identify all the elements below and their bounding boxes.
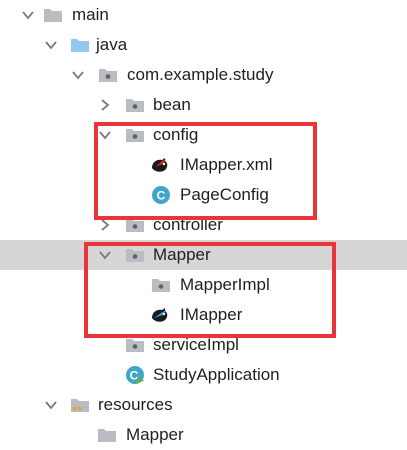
tree-node-study-application[interactable]: C StudyApplication xyxy=(0,360,407,390)
tree-label: MapperImpl xyxy=(180,275,270,294)
svg-text:C: C xyxy=(157,189,166,203)
tree-label: java xyxy=(96,35,128,54)
tree-node-imapper-xml[interactable]: IMapper.xml xyxy=(0,150,407,180)
chevron-down-icon[interactable] xyxy=(70,67,86,83)
tree-node-service-impl[interactable]: serviceImpl xyxy=(0,330,407,360)
tree-node-main[interactable]: main xyxy=(0,0,407,30)
package-icon xyxy=(125,95,145,115)
tree-node-page-config[interactable]: C PageConfig xyxy=(0,180,407,210)
mybatis-bird-icon xyxy=(150,155,170,175)
svg-text:C: C xyxy=(130,369,139,383)
folder-icon xyxy=(97,425,117,445)
chevron-down-icon[interactable] xyxy=(43,397,59,413)
resources-folder-icon xyxy=(70,395,90,415)
folder-icon xyxy=(43,5,63,25)
tree-node-resources-mapper[interactable]: Mapper xyxy=(0,420,407,450)
tree-node-config[interactable]: config xyxy=(0,120,407,150)
tree-node-mapper[interactable]: Mapper xyxy=(0,240,407,270)
chevron-right-icon[interactable] xyxy=(97,217,113,233)
tree-label: bean xyxy=(153,95,191,114)
chevron-down-icon[interactable] xyxy=(97,127,113,143)
source-folder-icon xyxy=(70,35,90,55)
tree-label: IMapper.xml xyxy=(180,155,273,174)
chevron-down-icon[interactable] xyxy=(20,7,36,23)
chevron-right-icon[interactable] xyxy=(97,97,113,113)
tree-label: resources xyxy=(98,395,173,414)
mybatis-bird-icon xyxy=(150,305,170,325)
tree-node-java[interactable]: java xyxy=(0,30,407,60)
tree-label: serviceImpl xyxy=(153,335,239,354)
spring-boot-class-icon: C xyxy=(125,365,145,385)
tree-node-resources[interactable]: resources xyxy=(0,390,407,420)
tree-label: Mapper xyxy=(153,245,211,264)
class-icon: C xyxy=(151,185,171,205)
tree-node-mapper-impl[interactable]: MapperImpl xyxy=(0,270,407,300)
package-icon xyxy=(125,215,145,235)
package-icon xyxy=(125,125,145,145)
package-icon xyxy=(125,335,145,355)
tree-label: config xyxy=(153,125,199,144)
tree-label: controller xyxy=(153,215,223,234)
tree-node-imapper[interactable]: IMapper xyxy=(0,300,407,330)
tree-node-package-root[interactable]: com.example.study xyxy=(0,60,407,90)
chevron-down-icon[interactable] xyxy=(43,37,59,53)
tree-label: PageConfig xyxy=(180,185,269,204)
tree-node-controller[interactable]: controller xyxy=(0,210,407,240)
tree-node-bean[interactable]: bean xyxy=(0,90,407,120)
package-icon xyxy=(98,65,118,85)
package-icon xyxy=(151,275,171,295)
tree-label: IMapper xyxy=(180,305,243,324)
tree-label: Mapper xyxy=(126,425,184,444)
package-icon xyxy=(125,245,145,265)
tree-label: com.example.study xyxy=(127,65,274,84)
tree-label: main xyxy=(72,5,109,24)
chevron-down-icon[interactable] xyxy=(97,247,113,263)
tree-label: StudyApplication xyxy=(153,365,280,384)
